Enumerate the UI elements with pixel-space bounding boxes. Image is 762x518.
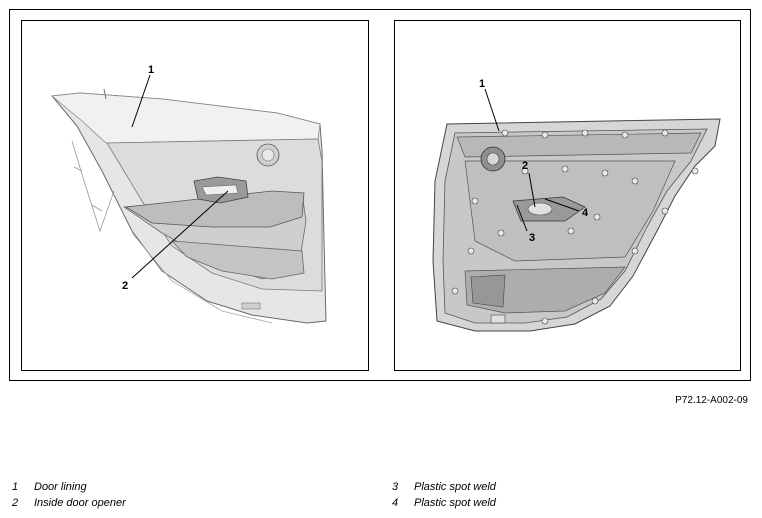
leader-line-3 xyxy=(516,204,528,232)
leader-line-1 xyxy=(131,74,151,128)
leader-line-1 xyxy=(484,88,500,132)
callout-2: 2 xyxy=(122,280,129,292)
callout-3: 3 xyxy=(529,232,536,244)
legend-item-1: 1 Door lining xyxy=(12,481,87,493)
figure-reference: P72.12-A002-09 xyxy=(675,395,748,406)
door-lining-interior-view: 1 2 3 4 xyxy=(394,20,741,371)
callout-4: 4 xyxy=(582,207,589,219)
legend-item-3: 3 Plastic spot weld xyxy=(392,481,496,493)
callout-1: 1 xyxy=(479,78,486,90)
figure-frame xyxy=(9,9,751,381)
leader-line-4 xyxy=(544,198,580,212)
door-lining-rear-drawing xyxy=(432,88,721,332)
legend-item-4: 4 Plastic spot weld xyxy=(392,497,496,509)
leader-line-2 xyxy=(528,172,536,208)
door-lining-drawing xyxy=(51,74,327,324)
legend-item-2: 2 Inside door opener xyxy=(12,497,126,509)
leader-line-2 xyxy=(131,190,229,279)
door-lining-exterior-view: 1 2 xyxy=(21,20,369,371)
callout-1: 1 xyxy=(148,64,155,76)
callout-2: 2 xyxy=(522,160,529,172)
